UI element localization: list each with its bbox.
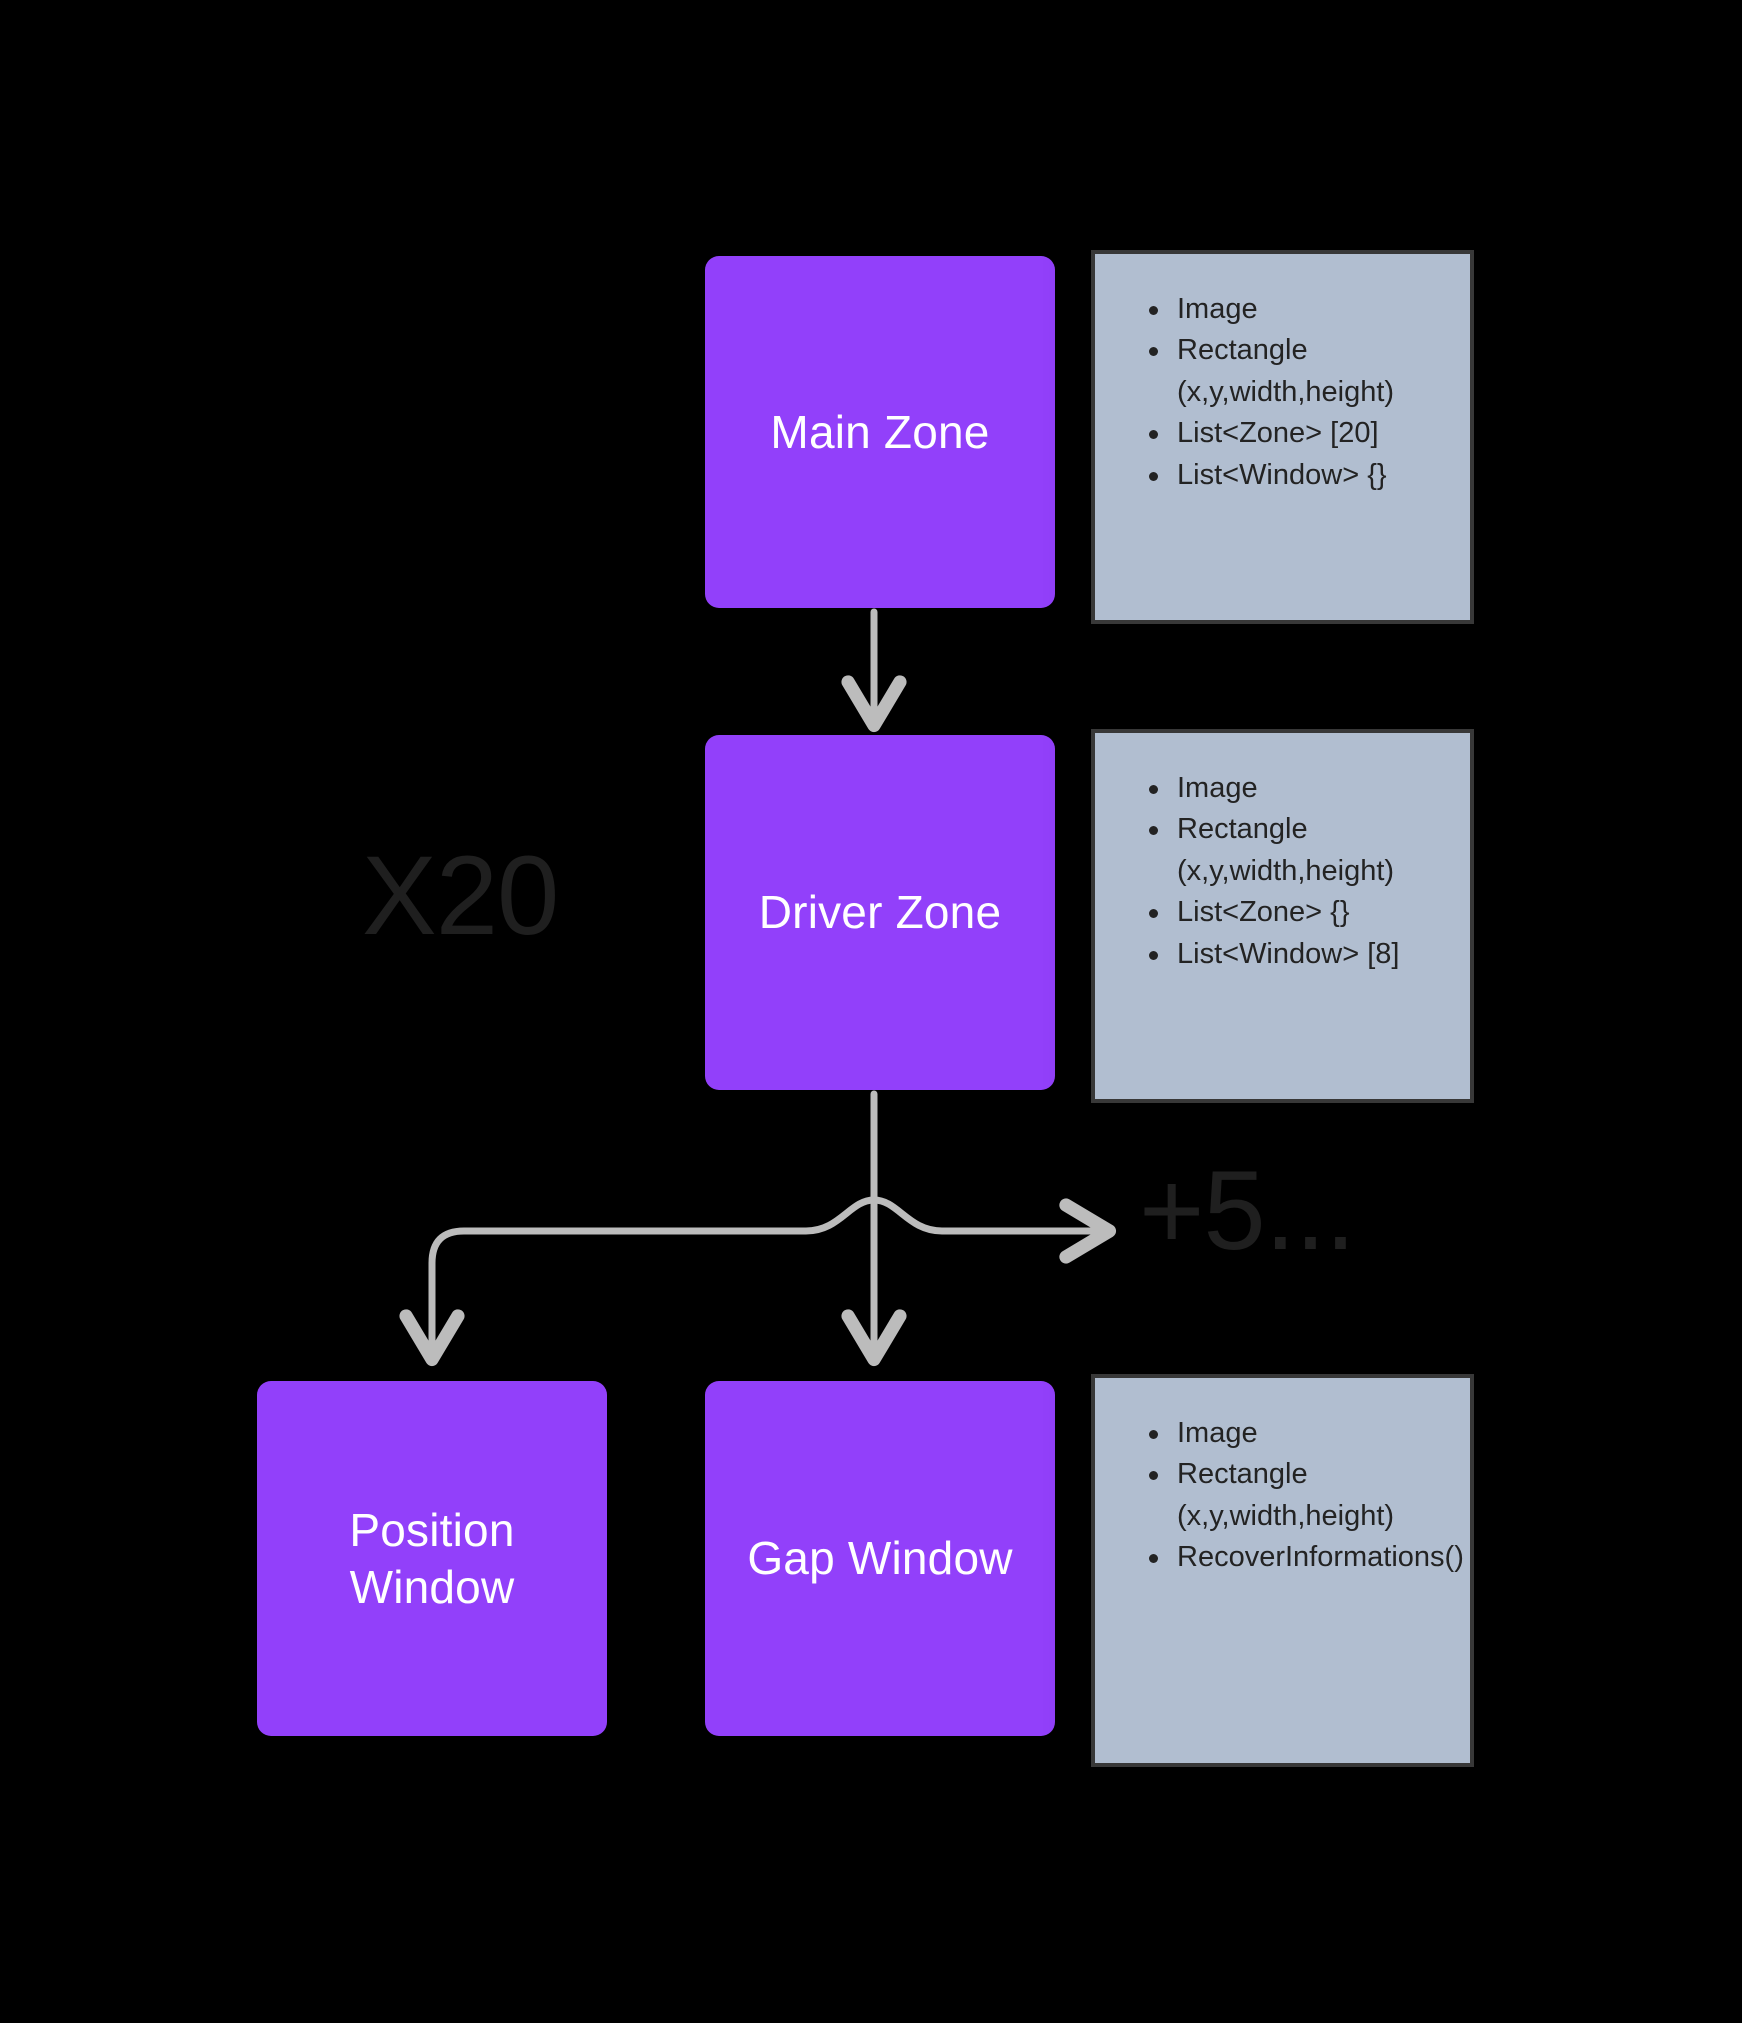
attribute-item: List<Zone> [20] (1143, 414, 1440, 453)
arrow-driver-zone-to-position-window (399, 1196, 878, 1367)
node-position-window[interactable]: Position Window (257, 1381, 607, 1736)
annotation-more-windows: +5... (1139, 1148, 1356, 1273)
arrow-driver-zone-to-more-windows (870, 1196, 1117, 1264)
attribute-item: List<Window> {} (1143, 456, 1440, 495)
attribute-item: Image (1143, 1414, 1440, 1453)
annotation-multiplicity-zones: X20 (362, 833, 559, 958)
node-main-zone[interactable]: Main Zone (705, 256, 1055, 608)
attribute-item: RecoverInformations() (1143, 1538, 1464, 1577)
node-position-window-label-line1: Position (349, 1504, 515, 1557)
node-gap-window-label: Gap Window (747, 1532, 1013, 1585)
attribute-item: Rectangle (1143, 1455, 1440, 1494)
attribute-item: Image (1143, 769, 1440, 808)
attribute-item: Rectangle (1143, 810, 1440, 849)
attribute-item: Rectangle (1143, 331, 1440, 370)
node-gap-window[interactable]: Gap Window (705, 1381, 1055, 1736)
node-driver-zone[interactable]: Driver Zone (705, 735, 1055, 1090)
node-main-zone-label: Main Zone (770, 405, 990, 458)
node-position-window-label: Position Window (349, 1502, 514, 1614)
attribute-item: (x,y,width,height) (1177, 375, 1395, 408)
attribute-item: List<Window> [8] (1143, 935, 1440, 974)
attribute-item: (x,y,width,height) (1177, 1499, 1395, 1532)
node-position-window-label-line2: Window (349, 1560, 515, 1613)
attribute-item: List<Zone> {} (1143, 893, 1440, 932)
attribute-item: Image (1143, 290, 1440, 329)
attribute-item: (x,y,width,height) (1177, 854, 1395, 887)
node-driver-zone-label: Driver Zone (758, 886, 1002, 939)
